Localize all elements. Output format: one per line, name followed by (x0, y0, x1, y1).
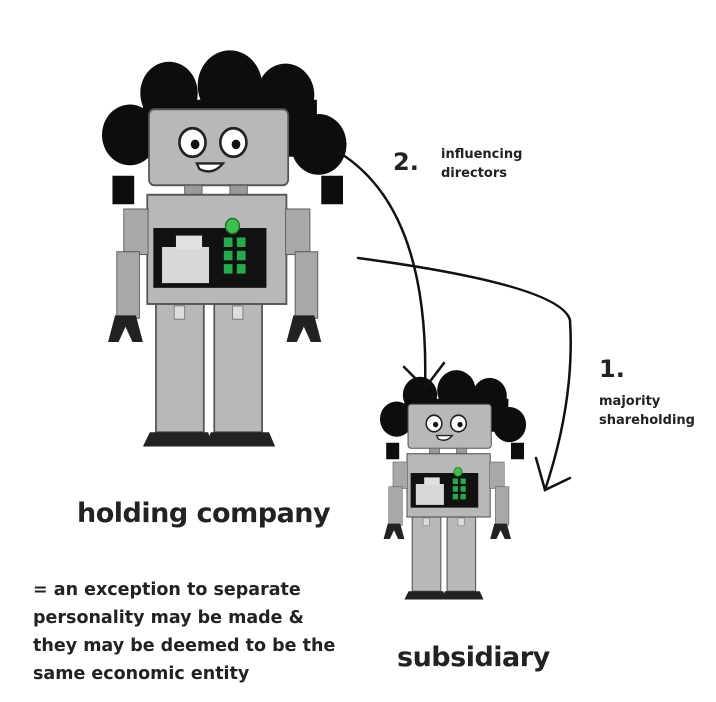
step-number-1: 1. (599, 355, 625, 383)
arrow-majority-shareholding (356, 256, 572, 492)
step-label-line: majority (599, 394, 661, 409)
step-label-majority-shareholding: majority shareholding (599, 392, 695, 430)
step-label-line: shareholding (599, 413, 695, 428)
note-line: personality may be made & (33, 608, 304, 628)
note-line: they may be deemed to be the (33, 636, 336, 656)
step-number-2: 2. (393, 148, 419, 176)
note-line: = an exception to separate (33, 580, 301, 600)
holding-company-robot (100, 48, 348, 448)
step-label-influencing-directors: influencing directors (441, 145, 522, 183)
holding-company-label: holding company (77, 498, 331, 529)
subsidiary-label: subsidiary (397, 642, 550, 673)
conclusion-note: = an exception to separate personality m… (33, 576, 335, 688)
step-label-line: influencing (441, 147, 523, 162)
step-label-line: directors (441, 166, 507, 181)
arrow-influencing-directors (338, 151, 446, 390)
note-line: same economic entity (33, 664, 250, 684)
subsidiary-robot (379, 369, 527, 601)
